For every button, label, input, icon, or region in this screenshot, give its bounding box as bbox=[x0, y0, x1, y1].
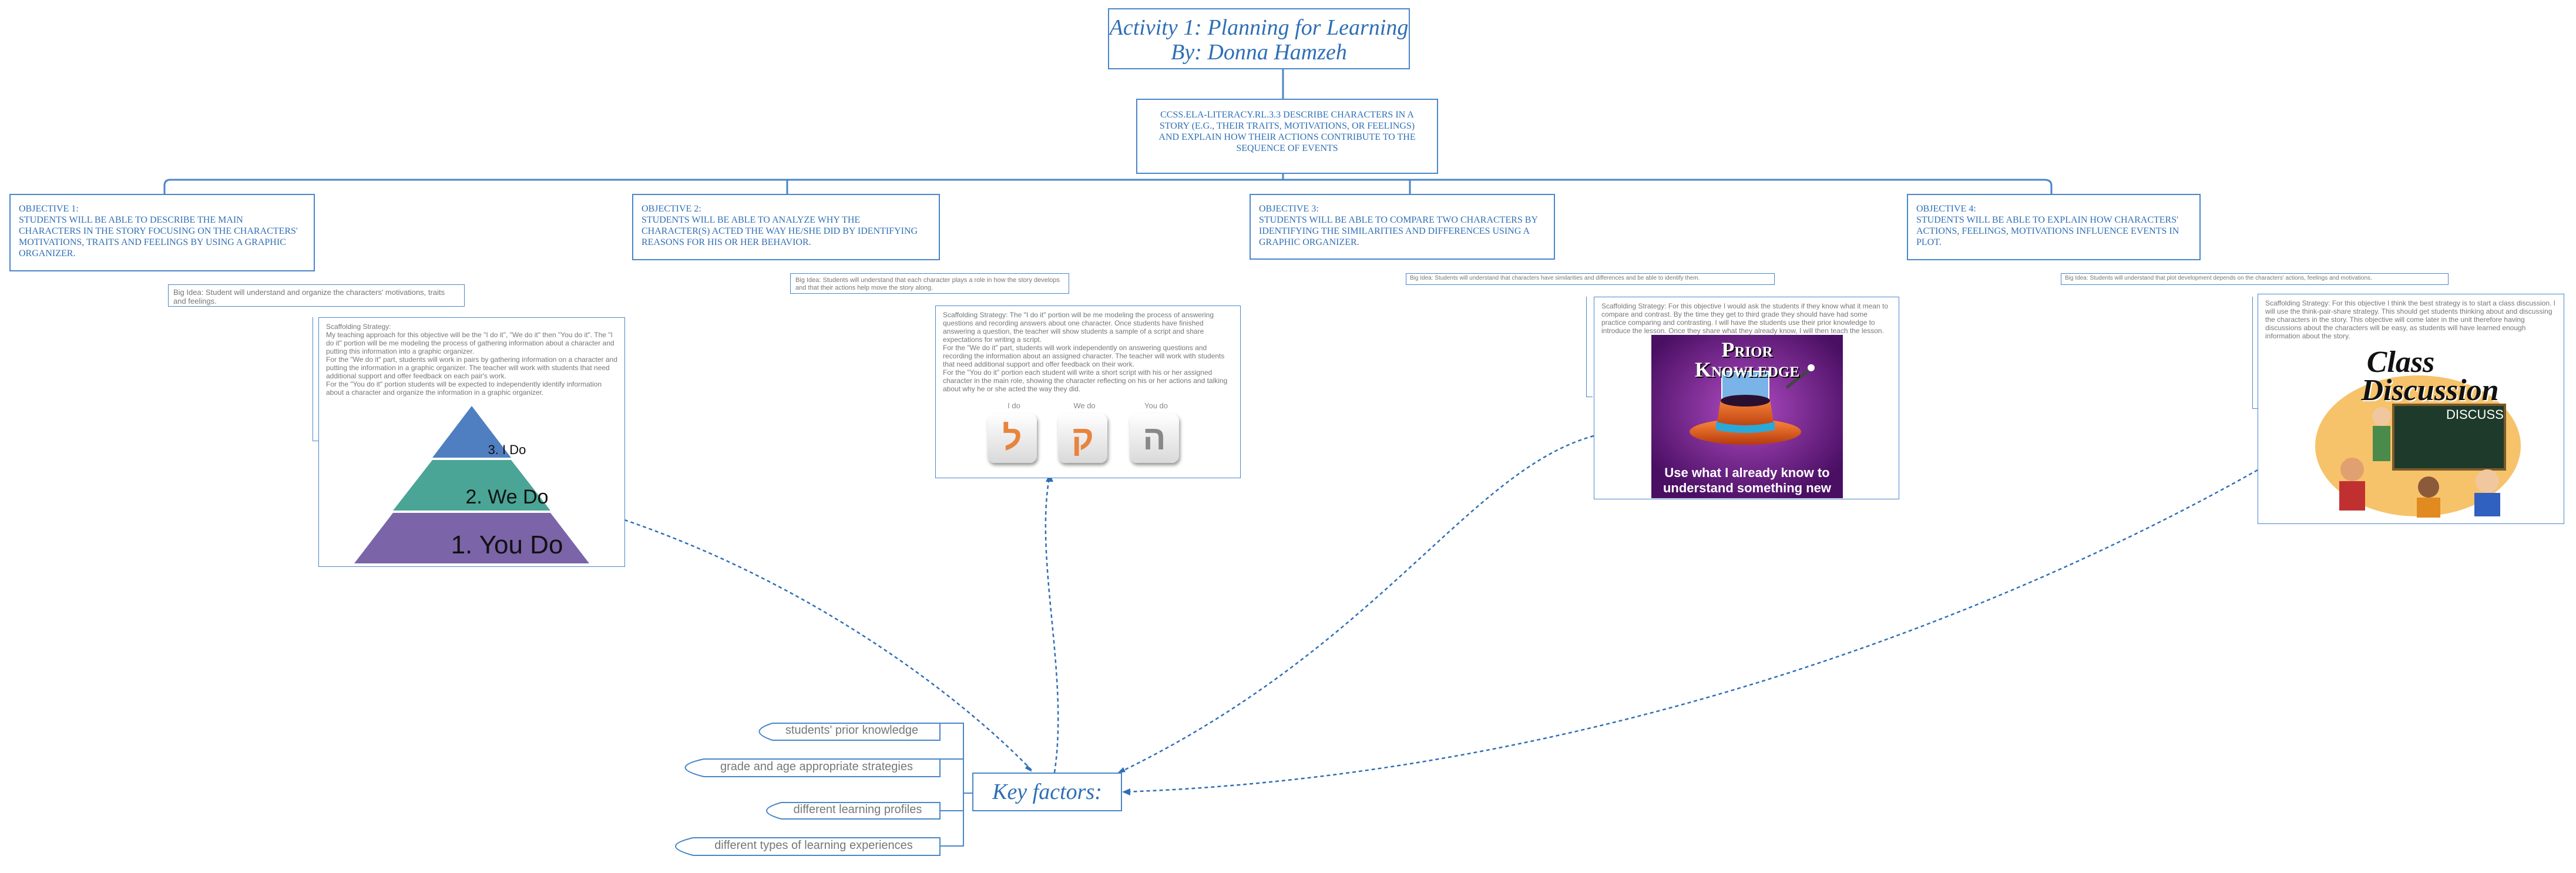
activity-title: Activity 1: Planning for Learning bbox=[1109, 15, 1409, 40]
card-stack-edge bbox=[1586, 297, 1593, 397]
arrow-obj3-to-key-factors bbox=[1119, 435, 1594, 774]
key-factors-label: Key factors: bbox=[992, 780, 1102, 804]
activity-author: By: Donna Hamzeh bbox=[1171, 40, 1347, 65]
objective-3-big-idea: Big Idea: Students will understand that … bbox=[1406, 273, 1775, 285]
prior-knowledge-art bbox=[1651, 335, 1843, 498]
pyramid-label-we-do: 2. We Do bbox=[465, 486, 549, 508]
arrow-obj1-to-key-factors bbox=[624, 519, 1033, 771]
objective-4-scaffold-text: Scaffolding Strategy: For this objective… bbox=[2265, 299, 2556, 340]
class-discussion-title-line2: Discussion bbox=[2361, 374, 2499, 407]
objective-2-box: Objective 2: Students will be able to an… bbox=[632, 194, 940, 260]
objective-2-scaffold-text: Scaffolding Strategy: The "I do it" port… bbox=[943, 311, 1228, 393]
arrowhead-3 bbox=[1117, 767, 1126, 773]
arrowhead-1 bbox=[1025, 765, 1032, 772]
we-do-tile: We do ק bbox=[1058, 402, 1111, 463]
kf-bubble-1 bbox=[758, 723, 941, 741]
pyramid-middle-tier bbox=[393, 460, 550, 511]
class-discussion-title-line1: Class bbox=[2366, 345, 2435, 379]
objective-4-text: Students will be able to explain how cha… bbox=[1916, 215, 2179, 247]
class-discussion-graphic: Class Discussion DISCUSS bbox=[2311, 346, 2525, 519]
pyramid-top-tier bbox=[432, 406, 511, 458]
objective-3-big-idea-text: Big Idea: Students will understand that … bbox=[1410, 275, 1700, 281]
key-factor-item-3: different learning profiles bbox=[793, 803, 922, 816]
prior-knowledge-caption: Use what I already know to understand so… bbox=[1651, 465, 1843, 496]
objective-4-scaffold-card: Scaffolding Strategy: For this objective… bbox=[2258, 294, 2564, 524]
we-do-caption: We do bbox=[1073, 401, 1096, 410]
standard-box: CCSS.ELA-LITERACY.RL.3.3 Describe charac… bbox=[1136, 99, 1438, 174]
class-discussion-title: Class Discussion bbox=[2311, 347, 2525, 407]
objective-3-scaffold-text: Scaffolding Strategy: For this objective… bbox=[1601, 302, 1889, 335]
card-stack-edge bbox=[2252, 297, 2259, 409]
i-do-we-do-you-do-pyramid bbox=[354, 406, 589, 563]
you-do-glyph: ה bbox=[1130, 414, 1179, 463]
objective-2-heading: Objective 2: bbox=[642, 204, 701, 214]
objective-2-big-idea-text: Big Idea: Students will understand that … bbox=[795, 277, 1060, 291]
objective-3-heading: Objective 3: bbox=[1259, 204, 1319, 214]
objective-1-text: Students will be able to describe the ma… bbox=[19, 215, 298, 258]
objective-1-box: Objective 1: Students will be able to de… bbox=[9, 194, 315, 271]
objective-3-scaffold-card: Scaffolding Strategy: For this objective… bbox=[1594, 297, 1899, 499]
objective-4-big-idea: Big Idea: Students will understand that … bbox=[2061, 273, 2449, 285]
card-stack-edge bbox=[313, 317, 319, 441]
you-do-tile: You do ה bbox=[1130, 402, 1183, 463]
objective-1-scaffold-card: Scaffolding Strategy: My teaching approa… bbox=[318, 317, 625, 567]
objective-2-scaffold-card: Scaffolding Strategy: The "I do it" port… bbox=[935, 305, 1241, 478]
kf-bubble-4 bbox=[675, 837, 941, 856]
key-factors-box: Key factors: bbox=[972, 773, 1122, 811]
pyramid-bottom-tier bbox=[354, 513, 589, 563]
objective-1-heading: Objective 1: bbox=[19, 204, 79, 214]
objective-1-scaffold-text: Scaffolding Strategy: My teaching approa… bbox=[326, 323, 617, 397]
arrow-obj4-to-key-factors bbox=[1123, 469, 2258, 793]
prior-knowledge-caption-line1: Use what I already know to bbox=[1664, 465, 1830, 480]
prior-knowledge-title-line1: Prior bbox=[1721, 338, 1773, 361]
objective-1-big-idea: Big Idea: Student will understand and or… bbox=[168, 284, 465, 307]
prior-knowledge-graphic: Prior Knowledge Use what I already know … bbox=[1651, 335, 1843, 498]
objective-4-heading: Objective 4: bbox=[1916, 204, 1976, 214]
prior-knowledge-title: Prior Knowledge bbox=[1651, 338, 1843, 381]
objective-1-big-idea-text: Big Idea: Student will understand and or… bbox=[173, 288, 445, 305]
you-do-caption: You do bbox=[1144, 401, 1168, 410]
kf-bracket bbox=[940, 723, 972, 847]
key-factor-item-1: students' prior knowledge bbox=[785, 724, 919, 737]
class-discussion-art bbox=[2315, 375, 2521, 518]
i-do-tile: I do ל bbox=[988, 402, 1040, 463]
we-do-glyph: ק bbox=[1058, 414, 1107, 463]
arrow-key-factors-to-obj2 bbox=[1044, 474, 1059, 773]
objective-2-text: Students will be able to analyze why the… bbox=[642, 215, 918, 247]
pyramid-label-you-do: 1. You Do bbox=[451, 530, 563, 559]
kf-bubble-3 bbox=[766, 802, 941, 820]
i-do-glyph: ל bbox=[988, 414, 1037, 463]
objective-3-box: Objective 3: Students will be able to co… bbox=[1250, 194, 1555, 260]
standard-to-objectives-line bbox=[163, 174, 2053, 194]
kf-bubble-2 bbox=[684, 758, 941, 777]
objective-4-big-idea-text: Big Idea: Students will understand that … bbox=[2065, 275, 2372, 281]
prior-knowledge-caption-line2: understand something new bbox=[1663, 481, 1832, 495]
arrowhead-4 bbox=[1122, 788, 1130, 795]
key-factor-item-4: different types of learning experiences bbox=[714, 839, 913, 852]
key-factor-item-2: grade and age appropriate strategies bbox=[720, 760, 913, 773]
objective-2-big-idea: Big Idea: Students will understand that … bbox=[790, 273, 1069, 294]
objective-4-box: Objective 4: Students will be able to ex… bbox=[1907, 194, 2201, 260]
prior-knowledge-title-line2: Knowledge bbox=[1694, 358, 1800, 381]
class-discussion-board-text: DISCUSS bbox=[2446, 407, 2504, 422]
objective-3-text: Students will be able to compare two cha… bbox=[1259, 215, 1538, 247]
i-do-caption: I do bbox=[1007, 401, 1020, 410]
standard-text: CCSS.ELA-LITERACY.RL.3.3 Describe charac… bbox=[1158, 110, 1416, 153]
activity-title-box: Activity 1: Planning for Learning By: Do… bbox=[1108, 8, 1410, 69]
pyramid-label-i-do: 3. I Do bbox=[488, 442, 526, 457]
